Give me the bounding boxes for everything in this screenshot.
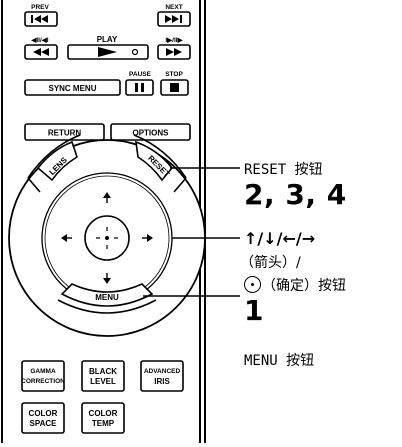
rewind-button[interactable]: [24, 44, 58, 60]
play-label: PLAY: [97, 35, 118, 44]
lens-button[interactable]: LENS: [27, 134, 81, 193]
black-level-label-1: BLACK: [89, 367, 117, 376]
svg-text:I▶/II▶: I▶/II▶: [165, 37, 183, 44]
enter-button-callout: （确定）按钮: [244, 275, 346, 295]
advance-slow-icon-label: I▶/II▶: [165, 37, 183, 44]
sync-menu-label: SYNC MENU: [48, 84, 96, 93]
stop-label: STOP: [165, 71, 183, 78]
pause-label: PAUSE: [129, 71, 152, 78]
enter-icon-glyph: [244, 276, 261, 293]
prev-icon: [31, 15, 48, 23]
slow-replay-icon-label: ◀II/◀I: [30, 37, 48, 44]
up-arrow-button[interactable]: [103, 192, 111, 203]
color-temp-label-1: COLOR: [89, 409, 118, 418]
left-arrow-icon: [61, 234, 67, 242]
next-label: NEXT: [165, 4, 182, 11]
next-icon: [165, 15, 182, 23]
pause-icon: [135, 83, 144, 92]
down-arrow-icon: [103, 278, 111, 284]
color-space-label-2: SPACE: [30, 419, 58, 428]
rewind-icon: [33, 48, 49, 56]
stop-icon: [170, 83, 179, 92]
advanced-iris-label-2: IRIS: [154, 377, 170, 386]
right-arrow-icon: [147, 234, 153, 242]
sync-menu-button[interactable]: SYNC MENU: [24, 79, 121, 96]
menu-button-callout: MENU 按钮: [244, 353, 315, 369]
step-1-callout: 1: [244, 294, 264, 327]
advanced-iris-label-1: ADVANCED: [144, 368, 181, 375]
gamma-correction-button[interactable]: GAMMA CORRECTION: [21, 360, 65, 392]
enter-button[interactable]: [84, 215, 130, 261]
color-space-label-1: COLOR: [29, 409, 58, 418]
down-arrow-button[interactable]: [103, 273, 111, 284]
reset-button-callout: RESET 按钮: [244, 162, 323, 178]
play-button[interactable]: [67, 44, 149, 60]
gamma-correction-label-1: GAMMA: [30, 368, 56, 375]
pause-button[interactable]: [125, 79, 154, 96]
right-arrow-button[interactable]: [142, 234, 153, 242]
arrows-cn-callout: （箭头）/: [240, 255, 301, 271]
color-space-button[interactable]: COLOR SPACE: [21, 402, 65, 434]
black-level-label-2: LEVEL: [90, 377, 116, 386]
steps-234-callout: 2, 3, 4: [244, 178, 347, 211]
enter-cn-text: （确定）按钮: [262, 278, 346, 294]
play-icon: [98, 47, 139, 57]
advanced-iris-button[interactable]: ADVANCED IRIS: [140, 360, 184, 392]
return-button[interactable]: RETURN: [24, 123, 105, 141]
next-button[interactable]: [157, 11, 191, 27]
prev-label: PREV: [31, 4, 49, 11]
prev-button[interactable]: [24, 11, 58, 27]
fast-forward-icon: [166, 48, 182, 56]
fast-forward-button[interactable]: [157, 44, 191, 60]
enter-icon: [96, 227, 118, 249]
arrow-keys-callout: ↑/↓/←/→: [244, 229, 316, 248]
up-arrow-icon: [103, 192, 111, 198]
svg-text:◀II/◀I: ◀II/◀I: [30, 37, 48, 44]
black-level-button[interactable]: BLACK LEVEL: [81, 360, 125, 392]
gamma-correction-label-2: CORRECTION: [21, 378, 65, 385]
color-temp-button[interactable]: COLOR TEMP: [81, 402, 125, 434]
options-button[interactable]: OPTIONS: [110, 123, 191, 141]
menu-button[interactable]: MENU: [57, 283, 157, 314]
return-label: RETURN: [48, 129, 82, 138]
left-arrow-button[interactable]: [61, 234, 72, 242]
menu-label: MENU: [95, 293, 119, 302]
color-temp-label-2: TEMP: [92, 419, 115, 428]
stop-button[interactable]: [160, 79, 189, 96]
options-label: OPTIONS: [132, 129, 169, 138]
